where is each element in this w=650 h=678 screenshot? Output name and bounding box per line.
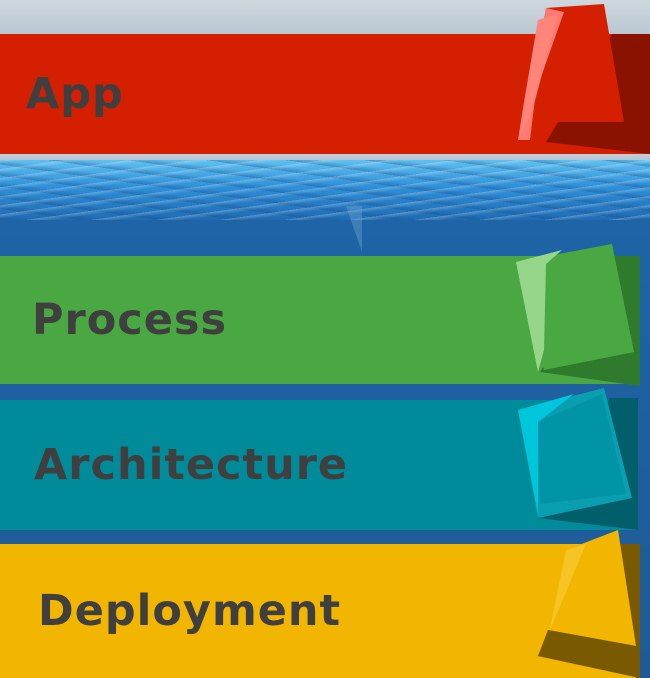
layer-label-process: Process: [32, 295, 228, 345]
folded-tab-icon-app: [516, 2, 650, 154]
layer-label-architecture: Architecture: [34, 440, 349, 490]
folded-tab-icon-architecture: [514, 386, 640, 532]
ocean-surface: [0, 160, 650, 220]
layer-label-deployment: Deployment: [38, 586, 342, 636]
layer-label-app: App: [26, 69, 124, 119]
layer-band-deployment: Deployment: [0, 544, 636, 678]
folded-tab-icon-process: [514, 242, 640, 388]
folded-tab-icon-deployment: [536, 530, 646, 678]
iceberg-shard: [346, 206, 362, 252]
